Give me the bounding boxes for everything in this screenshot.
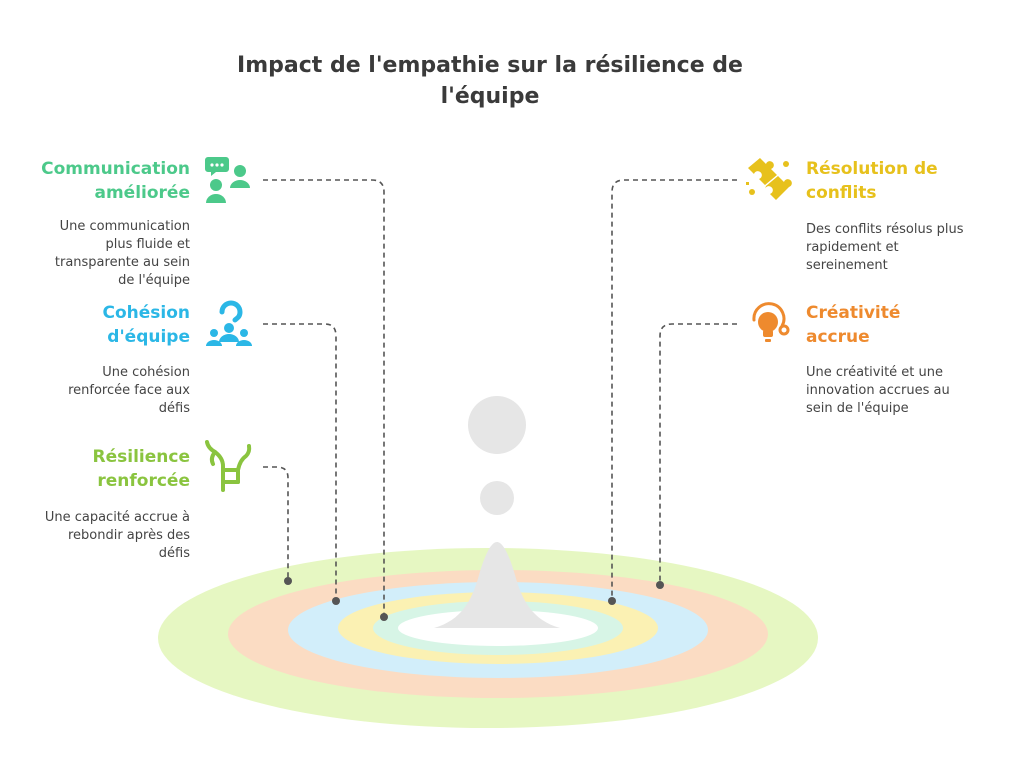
heading-communication: Communication améliorée xyxy=(0,157,190,205)
heading-cohesion-line2: d'équipe xyxy=(107,327,190,347)
heading-conflits: Résolution de conflits xyxy=(806,157,1006,205)
water-splash xyxy=(434,542,560,628)
desc-conflits-line: rapidement et xyxy=(806,240,899,255)
heading-cohesion: Cohésion d'équipe xyxy=(0,301,190,349)
desc-conflits-line: sereinement xyxy=(806,258,888,273)
heading-conflits-line2: conflits xyxy=(806,183,877,203)
plant-icon xyxy=(205,440,252,492)
heading-creativite: Créativité accrue xyxy=(806,301,1006,349)
team-icon xyxy=(206,300,252,346)
desc-resilience-line: défis xyxy=(158,546,190,561)
connector-dot-conflits xyxy=(608,597,616,605)
connector-communication xyxy=(263,179,385,616)
title-line-2: l'équipe xyxy=(440,84,540,109)
connector-conflits xyxy=(611,179,737,600)
connector-dot-resilience xyxy=(284,577,292,585)
desc-cohesion-line: Une cohésion xyxy=(102,365,190,380)
desc-resilience-line: Une capacité accrue à xyxy=(44,510,190,525)
desc-creativite-line: sein de l'équipe xyxy=(806,401,909,416)
desc-creativite-line: Une créativité et une xyxy=(806,365,944,380)
heading-cohesion-line1: Cohésion xyxy=(102,303,190,323)
desc-communication-line: transparente au sein xyxy=(54,255,190,270)
lightbulb-icon xyxy=(752,302,790,342)
water-drop-small xyxy=(480,481,514,515)
desc-communication: Une communication plus fluide et transpa… xyxy=(0,218,190,290)
chat-people-icon xyxy=(205,157,250,203)
desc-cohesion-line: renforcée face aux xyxy=(68,383,190,398)
desc-resilience-line: rebondir après des xyxy=(67,528,190,543)
desc-creativite: Une créativité et une innovation accrues… xyxy=(806,364,1006,418)
puzzle-icon xyxy=(746,158,792,200)
title-line-1: Impact de l'empathie sur la résilience d… xyxy=(237,53,743,78)
water-drop-large xyxy=(468,396,526,454)
desc-communication-line: Une communication xyxy=(59,219,190,234)
heading-creativite-line2: accrue xyxy=(806,327,870,347)
page-title: Impact de l'empathie sur la résilience d… xyxy=(190,50,790,112)
desc-conflits-line: Des conflits résolus plus xyxy=(806,222,964,237)
connector-dot-communication xyxy=(380,613,388,621)
connector-resilience xyxy=(263,466,289,580)
desc-cohesion: Une cohésion renforcée face aux défis xyxy=(0,364,190,418)
heading-resilience: Résilience renforcée xyxy=(0,445,190,493)
heading-resilience-line2: renforcée xyxy=(97,471,190,491)
heading-resilience-line1: Résilience xyxy=(92,447,190,467)
connector-dot-creativite xyxy=(656,581,664,589)
heading-communication-line1: Communication xyxy=(41,159,190,179)
desc-cohesion-line: défis xyxy=(158,401,190,416)
connector-creativite xyxy=(659,323,737,584)
connector-cohesion xyxy=(263,323,337,600)
connector-dot-cohesion xyxy=(332,597,340,605)
heading-creativite-line1: Créativité xyxy=(806,303,901,323)
heading-conflits-line1: Résolution de xyxy=(806,159,938,179)
desc-conflits: Des conflits résolus plus rapidement et … xyxy=(806,221,1006,275)
heading-communication-line2: améliorée xyxy=(94,183,191,203)
desc-resilience: Une capacité accrue à rebondir après des… xyxy=(0,509,190,563)
desc-communication-line: plus fluide et xyxy=(105,237,190,252)
desc-creativite-line: innovation accrues au xyxy=(806,383,950,398)
desc-communication-line: de l'équipe xyxy=(118,273,190,288)
